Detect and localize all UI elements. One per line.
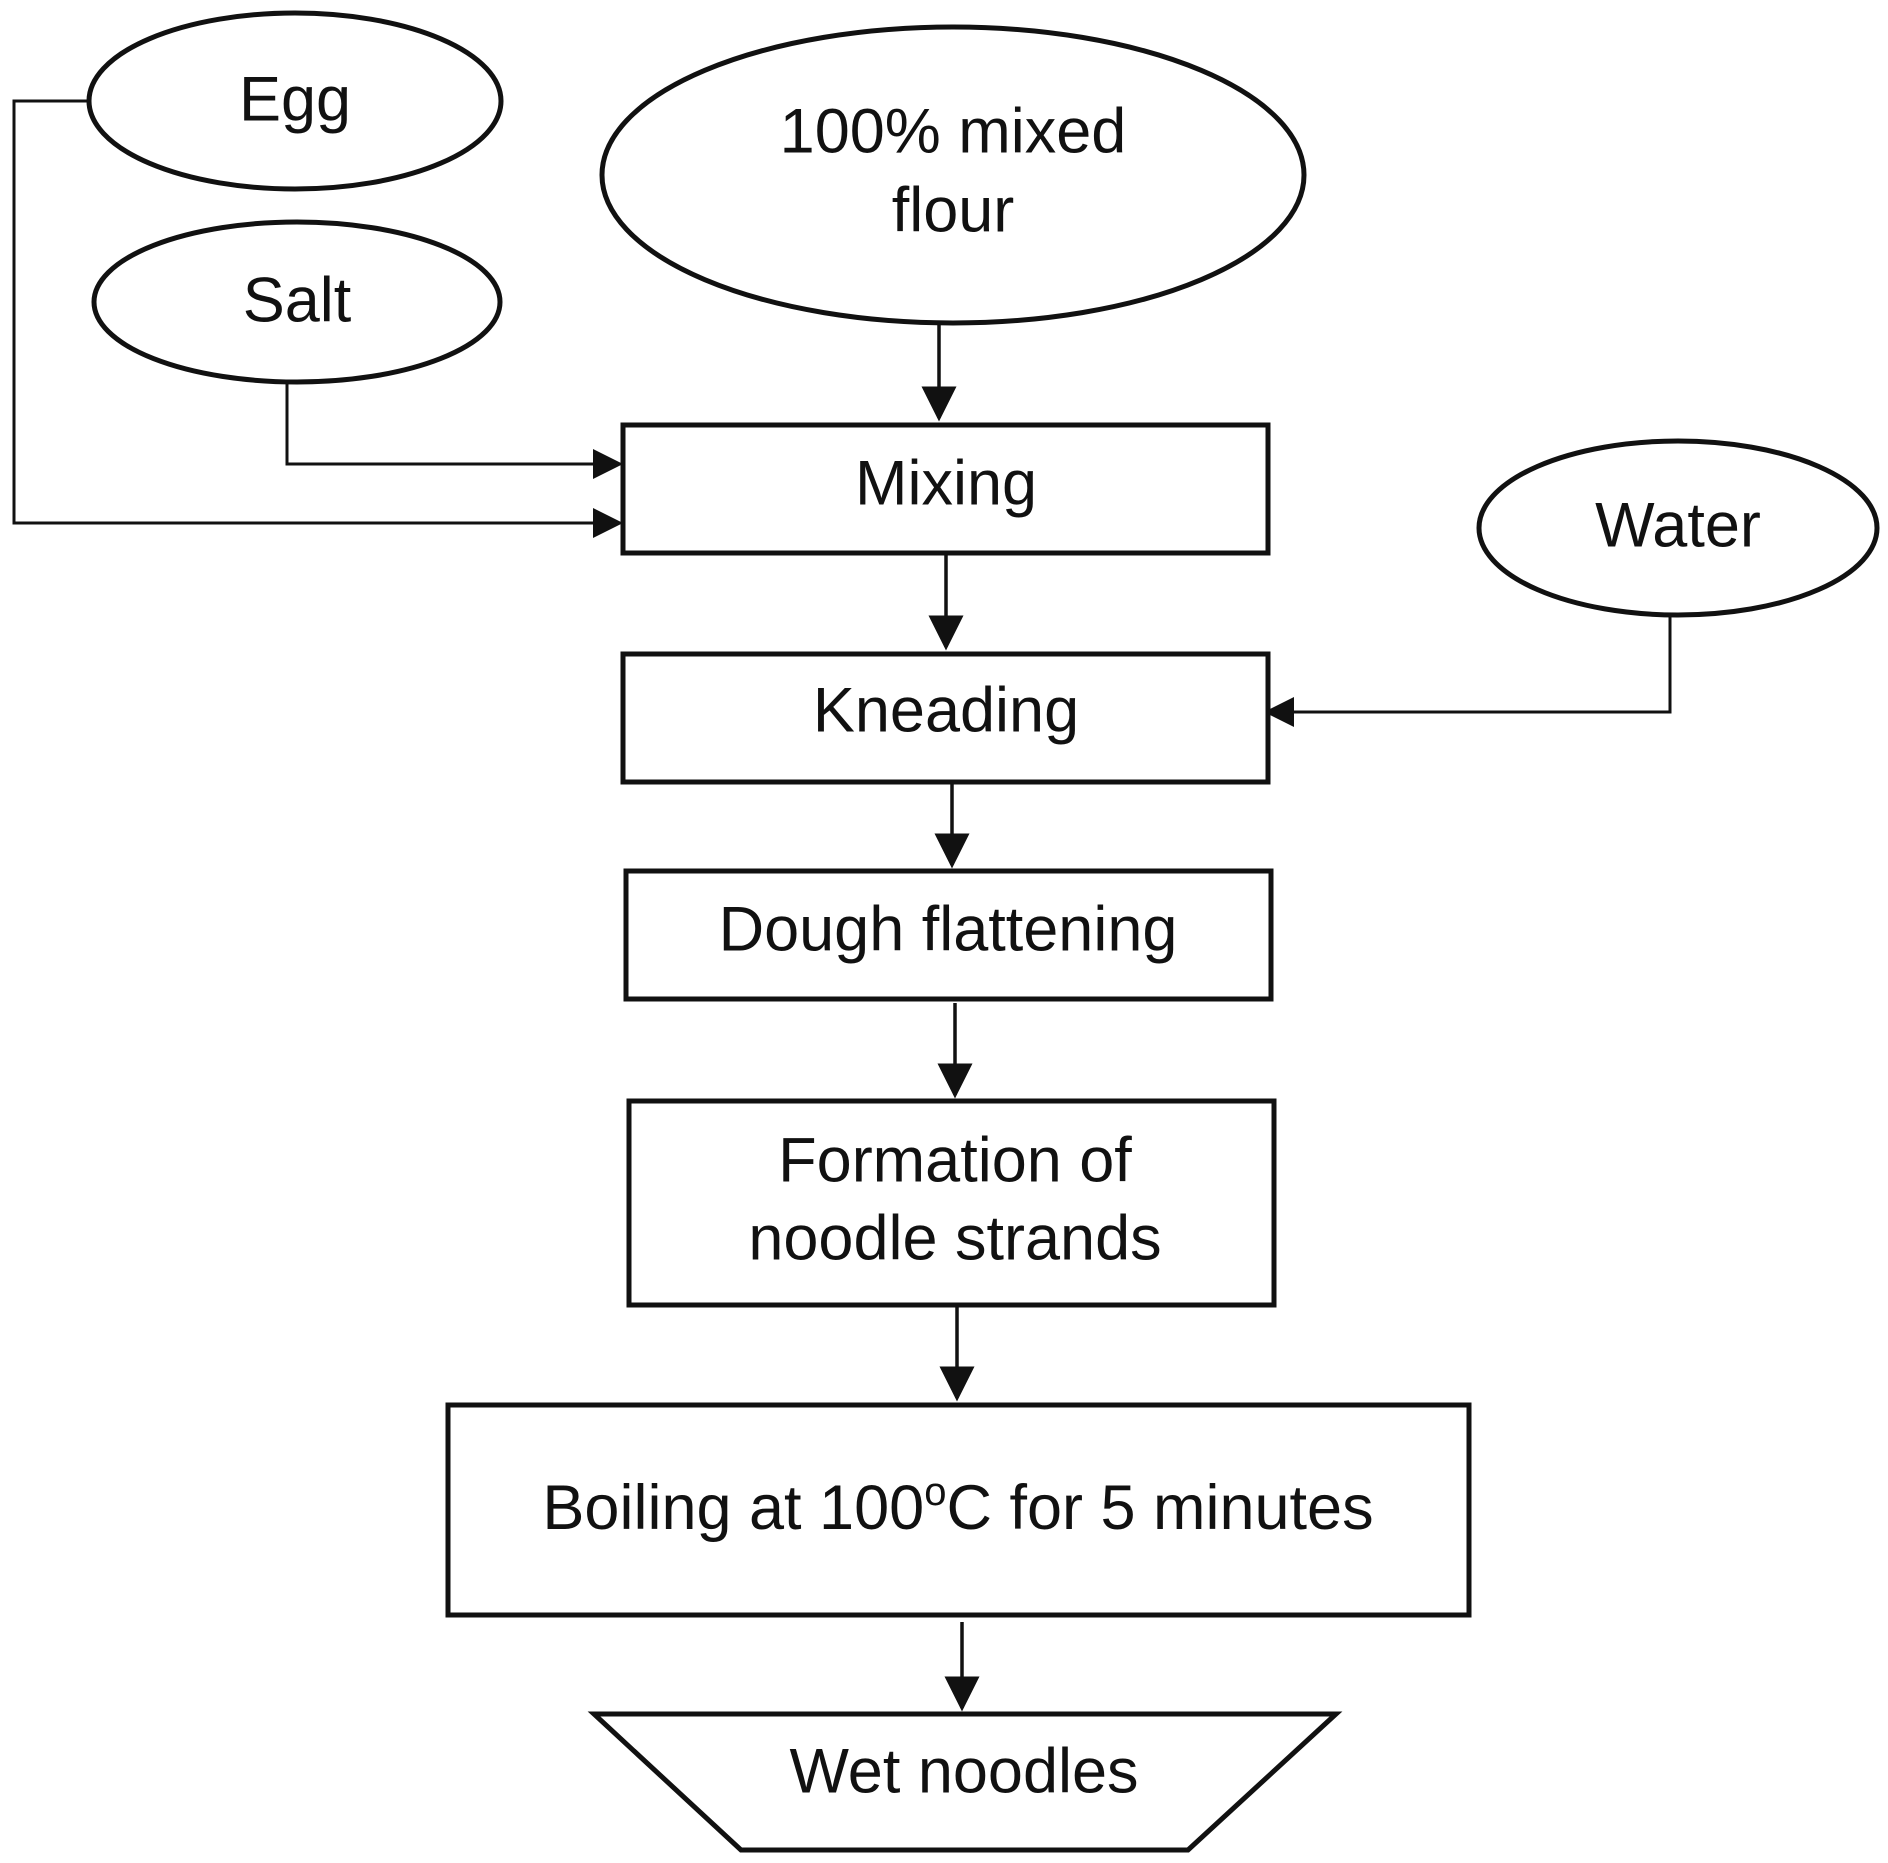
node-mixing-label: Mixing [855, 449, 1037, 519]
node-formation-label-line1: Formation of [778, 1126, 1132, 1196]
boiling-text-part1: Boiling at 100 [542, 1473, 924, 1543]
node-flour: 100% mixed flour [599, 24, 1307, 326]
node-wet-noodles-label: Wet noodles [789, 1737, 1138, 1807]
edge-salt-to-mixing [285, 382, 623, 479]
node-water: Water [1476, 438, 1880, 618]
boiling-text-part2: C for 5 minutes [946, 1473, 1373, 1543]
node-egg-label: Egg [239, 65, 351, 135]
node-dough-flattening: Dough flattening [623, 868, 1274, 1002]
boiling-degree-symbol: o [924, 1470, 946, 1514]
node-kneading: Kneading [620, 651, 1271, 785]
node-formation-label-line2: noodle strands [748, 1204, 1161, 1274]
node-formation-of-noodle-strands: Formation of noodle strands [626, 1098, 1277, 1308]
node-wet-noodles: Wet noodles [587, 1711, 1343, 1853]
node-boiling-label: Boiling at 100oC for 5 minutes [542, 1470, 1373, 1543]
node-kneading-label: Kneading [813, 676, 1079, 746]
node-egg: Egg [86, 10, 504, 192]
edge-water-to-kneading [1264, 615, 1672, 727]
node-flour-label-line1: 100% mixed [780, 97, 1127, 167]
node-flour-label-line2: flour [892, 176, 1015, 246]
node-water-label: Water [1595, 491, 1761, 561]
node-boiling: Boiling at 100oC for 5 minutes [445, 1402, 1472, 1618]
node-salt: Salt [91, 219, 503, 385]
edge-egg-to-mixing [12, 99, 623, 538]
node-salt-label: Salt [243, 266, 352, 336]
node-dough-flattening-label: Dough flattening [719, 895, 1178, 965]
node-mixing: Mixing [620, 422, 1271, 556]
